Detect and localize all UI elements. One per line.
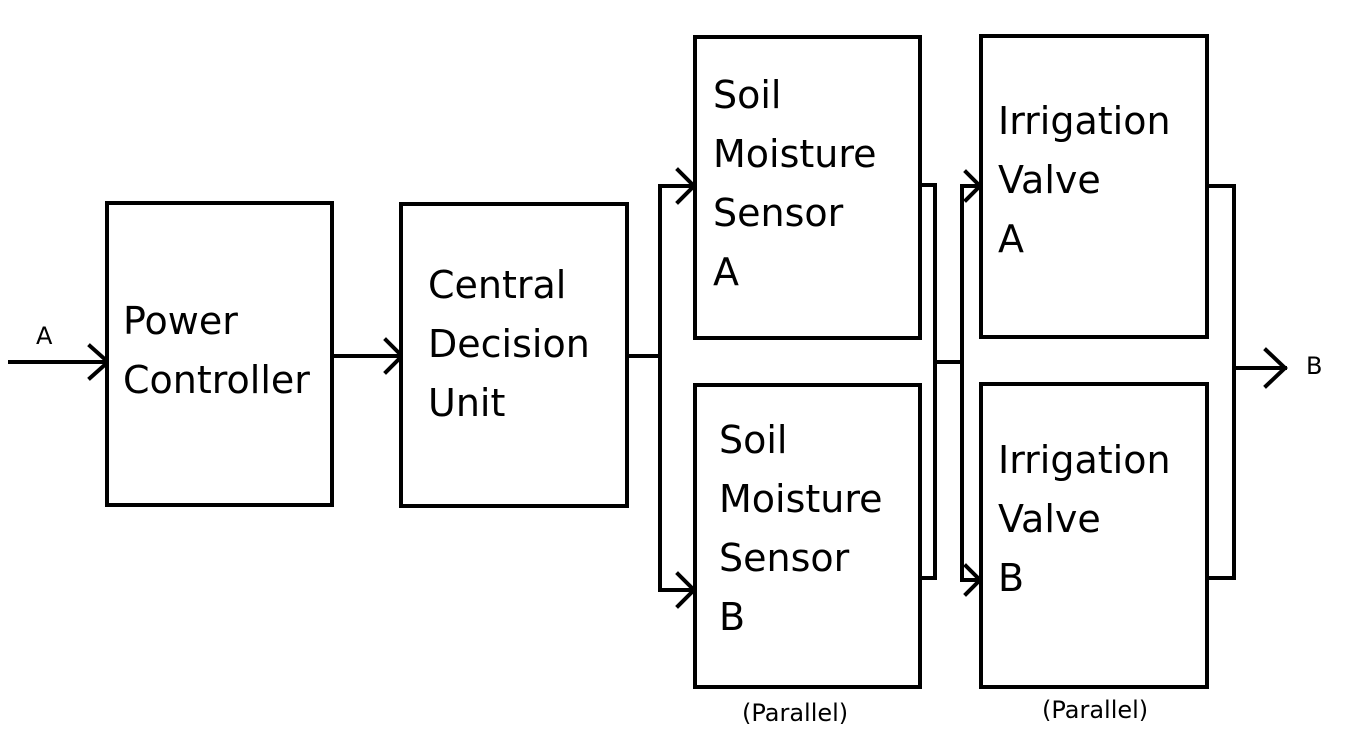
power-line-2: Controller (123, 358, 310, 402)
central-line-1: Central (428, 263, 567, 307)
valve-a-line-3: A (998, 217, 1024, 261)
power-controller-block (105, 201, 334, 507)
soil-moisture-sensor-b-label: Soil Moisture Sensor B (719, 411, 883, 647)
valve-b-line-2: Valve (998, 497, 1101, 541)
soil-moisture-sensor-b-block (693, 383, 922, 689)
power-line-1: Power (123, 299, 238, 343)
sensor-b-line-2: Moisture (719, 477, 883, 521)
valve-b-line-3: B (998, 556, 1025, 600)
connector-sensors-to-valves (918, 169, 983, 597)
central-decision-unit-label: Central Decision Unit (428, 256, 590, 433)
sensor-a-line-1: Soil (713, 73, 782, 117)
output-label: B (1306, 352, 1323, 380)
irrigation-valve-a-label: Irrigation Valve A (998, 92, 1171, 269)
sensor-b-line-4: B (719, 595, 746, 639)
soil-moisture-sensor-a-block (693, 35, 922, 340)
valve-b-line-1: Irrigation (998, 438, 1171, 482)
central-line-3: Unit (428, 381, 506, 425)
sensors-parallel-caption: (Parallel) (742, 699, 849, 727)
power-controller-label: Power Controller (123, 292, 310, 410)
valve-a-line-2: Valve (998, 158, 1101, 202)
central-decision-unit-block (399, 202, 629, 508)
valves-parallel-caption: (Parallel) (1042, 696, 1149, 724)
soil-moisture-sensor-a-label: Soil Moisture Sensor A (713, 66, 877, 302)
input-label: A (36, 322, 53, 350)
sensor-a-line-4: A (713, 250, 739, 294)
sensor-a-line-2: Moisture (713, 132, 877, 176)
connector-power-to-central (330, 337, 405, 375)
sensor-b-line-1: Soil (719, 418, 788, 462)
connector-central-to-sensors (625, 167, 697, 609)
irrigation-valve-b-block (979, 382, 1209, 689)
input-arrow (8, 343, 112, 381)
central-line-2: Decision (428, 322, 590, 366)
sensor-b-line-3: Sensor (719, 536, 850, 580)
output-arrow (1205, 184, 1288, 580)
irrigation-valve-a-block (979, 34, 1209, 339)
sensor-a-line-3: Sensor (713, 191, 844, 235)
valve-a-line-1: Irrigation (998, 99, 1171, 143)
irrigation-valve-b-label: Irrigation Valve B (998, 431, 1171, 608)
